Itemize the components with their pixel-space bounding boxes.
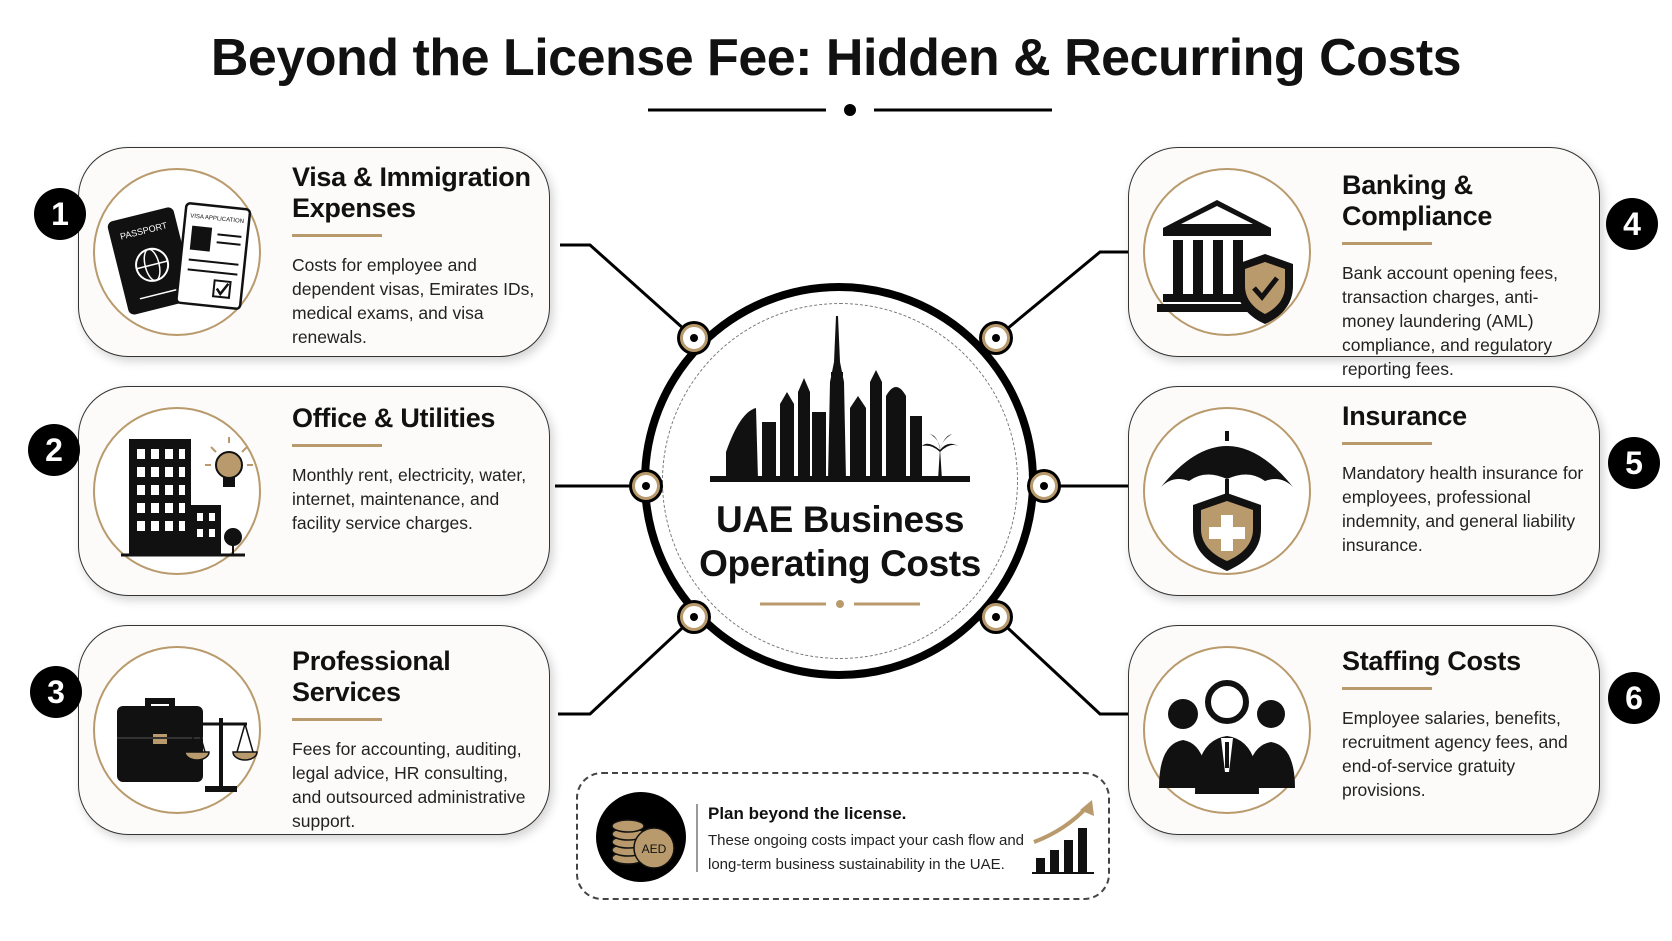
connector-node-5 [1030, 472, 1058, 500]
umbrella-shield-icon [1143, 407, 1311, 575]
svg-text:VISA APPLICATION: VISA APPLICATION [190, 213, 244, 225]
step-number-3: 3 [30, 666, 82, 718]
connector-node-2 [632, 472, 660, 500]
staff-people-icon [1143, 646, 1311, 814]
card-rule [292, 234, 382, 237]
card-rule [1342, 442, 1432, 445]
card-banking-compliance: Banking & Compliance Bank account openin… [1128, 147, 1600, 379]
step-number-4: 4 [1606, 198, 1658, 250]
connector-node-6 [982, 603, 1010, 631]
card-description: Bank account opening fees, transaction c… [1342, 263, 1558, 379]
briefcase-scales-icon [93, 646, 261, 814]
step-number-5: 5 [1608, 437, 1660, 489]
svg-text:AED: AED [642, 842, 667, 856]
banner-title: Plan beyond the license. [708, 804, 907, 823]
card-rule [292, 718, 382, 721]
connector-node-4 [982, 324, 1010, 352]
banner-description: These ongoing costs impact your cash flo… [708, 832, 1025, 873]
title-divider [648, 104, 1052, 116]
card-title: Office & Utilities [292, 403, 496, 433]
office-building-icon [93, 407, 261, 575]
card-visa-immigration: PASSPORT VISA APPLICATION Visa & Immigra… [78, 147, 550, 357]
banner-separator [696, 804, 698, 872]
hub-title: UAE Business Operating Costs [699, 499, 981, 584]
page-title: Beyond the License Fee: Hidden & Recurri… [210, 29, 1462, 87]
plan-banner: AED Plan beyond the license. These ongoi… [576, 772, 1110, 900]
card-description: Costs for employee and dependent visas, … [292, 255, 535, 347]
card-title: Professional Services [292, 646, 451, 707]
card-rule [1342, 242, 1432, 245]
card-office-utilities: Office & Utilities Monthly rent, electri… [78, 386, 550, 596]
card-description: Mandatory health insurance for employees… [1342, 463, 1584, 555]
connector-node-1 [680, 324, 708, 352]
card-title: Banking & Compliance [1342, 170, 1493, 231]
dubai-skyline-icon [710, 316, 970, 482]
hub-divider [760, 600, 920, 608]
step-number-2: 2 [28, 424, 80, 476]
passport-visa-icon: PASSPORT VISA APPLICATION [93, 168, 261, 336]
card-staffing-costs: Staffing Costs Employee salaries, benefi… [1128, 625, 1600, 835]
step-number-1: 1 [34, 188, 86, 240]
step-number-6: 6 [1608, 672, 1660, 724]
card-insurance: Insurance Mandatory health insurance for… [1128, 386, 1600, 596]
card-rule [1342, 687, 1432, 690]
card-description: Employee salaries, benefits, recruitment… [1342, 708, 1568, 800]
growth-chart-icon [1032, 800, 1094, 874]
card-rule [292, 444, 382, 447]
card-professional-services: Professional Services Fees for accountin… [78, 625, 550, 835]
card-title: Insurance [1342, 401, 1467, 431]
bank-shield-icon [1143, 168, 1311, 336]
card-description: Fees for accounting, auditing, legal adv… [292, 739, 526, 831]
connector-node-3 [680, 603, 708, 631]
hub-inner-ring [662, 303, 1018, 659]
card-title: Staffing Costs [1342, 646, 1521, 676]
aed-coins-icon: AED [596, 792, 686, 882]
card-description: Monthly rent, electricity, water, intern… [292, 465, 527, 533]
card-title: Visa & Immigration Expenses [292, 162, 531, 223]
